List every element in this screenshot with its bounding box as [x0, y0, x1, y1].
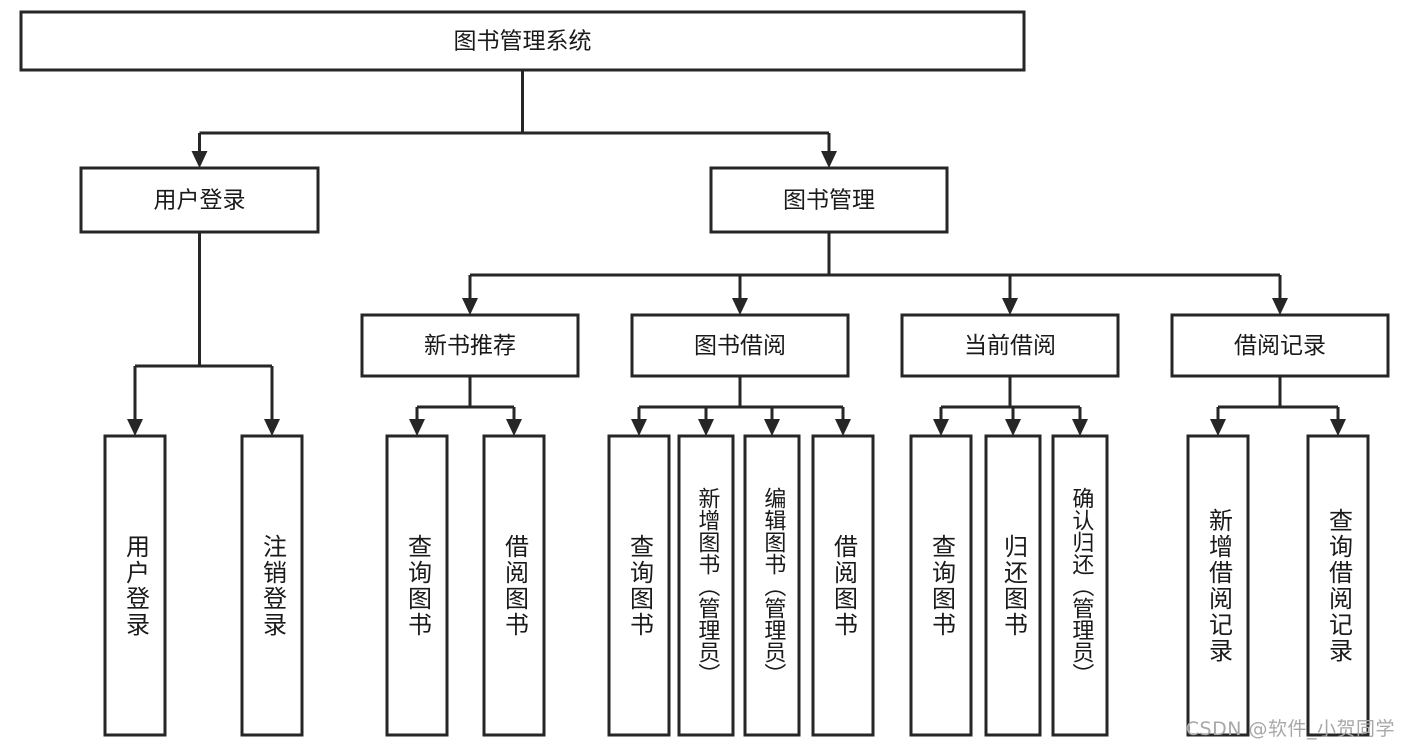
arrow-head-icon — [1330, 419, 1346, 436]
arrow-head-icon — [127, 419, 143, 436]
arrow-head-icon — [1072, 419, 1088, 436]
node-user-login[interactable]: 用户登录 — [79, 166, 320, 234]
arrow-head-icon — [698, 419, 714, 436]
arrow-head-icon — [732, 298, 748, 315]
leaf-query-book-2-box[interactable] — [607, 434, 671, 737]
arrow-head-icon — [191, 151, 208, 168]
connector-layer — [127, 70, 1346, 436]
arrow-head-icon — [1002, 298, 1018, 315]
node-book-borrow-label: 图书借阅 — [694, 333, 786, 359]
watermark: CSDN @软件_小贺同学 — [1185, 718, 1395, 740]
arrow-head-icon — [1005, 419, 1021, 436]
node-user-login-label: 用户登录 — [154, 188, 246, 214]
leaf-confirm-return-admin-box[interactable] — [1051, 434, 1109, 737]
arrow-head-icon — [933, 419, 949, 436]
leaf-borrow-book-2-box[interactable] — [811, 434, 875, 737]
arrow-head-icon — [1272, 298, 1288, 315]
node-book-borrow[interactable]: 图书借阅 — [630, 313, 850, 378]
leaf-user-logout-leaf-box[interactable] — [240, 434, 304, 737]
node-current-borrow[interactable]: 当前借阅 — [900, 313, 1120, 378]
leaf-borrow-book-1-box[interactable] — [482, 434, 546, 737]
arrow-head-icon — [1210, 419, 1226, 436]
leaf-add-book-admin-box[interactable] — [677, 434, 735, 737]
leaf-return-book-box[interactable] — [984, 434, 1042, 737]
leaf-edit-book-admin-box[interactable] — [743, 434, 801, 737]
node-new-book-recommend-box[interactable] — [360, 313, 580, 378]
node-book-borrow-box[interactable] — [630, 313, 850, 378]
node-book-manage[interactable]: 图书管理 — [709, 166, 949, 234]
node-root-system-box[interactable] — [19, 10, 1026, 72]
leaf-query-book-1-box[interactable] — [385, 434, 449, 737]
leaf-query-book-3-box[interactable] — [909, 434, 973, 737]
node-borrow-record-box[interactable] — [1170, 313, 1390, 378]
node-current-borrow-label: 当前借阅 — [964, 333, 1056, 359]
arrow-head-icon — [764, 419, 780, 436]
arrow-head-icon — [821, 151, 837, 168]
node-current-borrow-box[interactable] — [900, 313, 1120, 378]
node-new-book-recommend-label: 新书推荐 — [424, 333, 516, 359]
arrow-head-icon — [835, 419, 851, 436]
node-book-manage-label: 图书管理 — [783, 188, 875, 214]
arrow-head-icon — [506, 419, 522, 436]
node-root-system-label: 图书管理系统 — [454, 29, 592, 55]
leaf-add-borrow-record-box[interactable] — [1186, 434, 1250, 737]
arrow-head-icon — [409, 419, 425, 436]
node-book-manage-box[interactable] — [709, 166, 949, 234]
arrow-head-icon — [631, 419, 647, 436]
leaf-query-borrow-record-box[interactable] — [1306, 434, 1370, 737]
arrow-head-icon — [462, 298, 478, 315]
node-new-book-recommend[interactable]: 新书推荐 — [360, 313, 580, 378]
node-borrow-record[interactable]: 借阅记录 — [1170, 313, 1390, 378]
arrow-head-icon — [264, 419, 280, 436]
node-borrow-record-label: 借阅记录 — [1234, 333, 1326, 359]
node-root-system[interactable]: 图书管理系统 — [19, 10, 1026, 72]
node-user-login-box[interactable] — [79, 166, 320, 234]
leaf-user-login-leaf-box[interactable] — [103, 434, 167, 737]
